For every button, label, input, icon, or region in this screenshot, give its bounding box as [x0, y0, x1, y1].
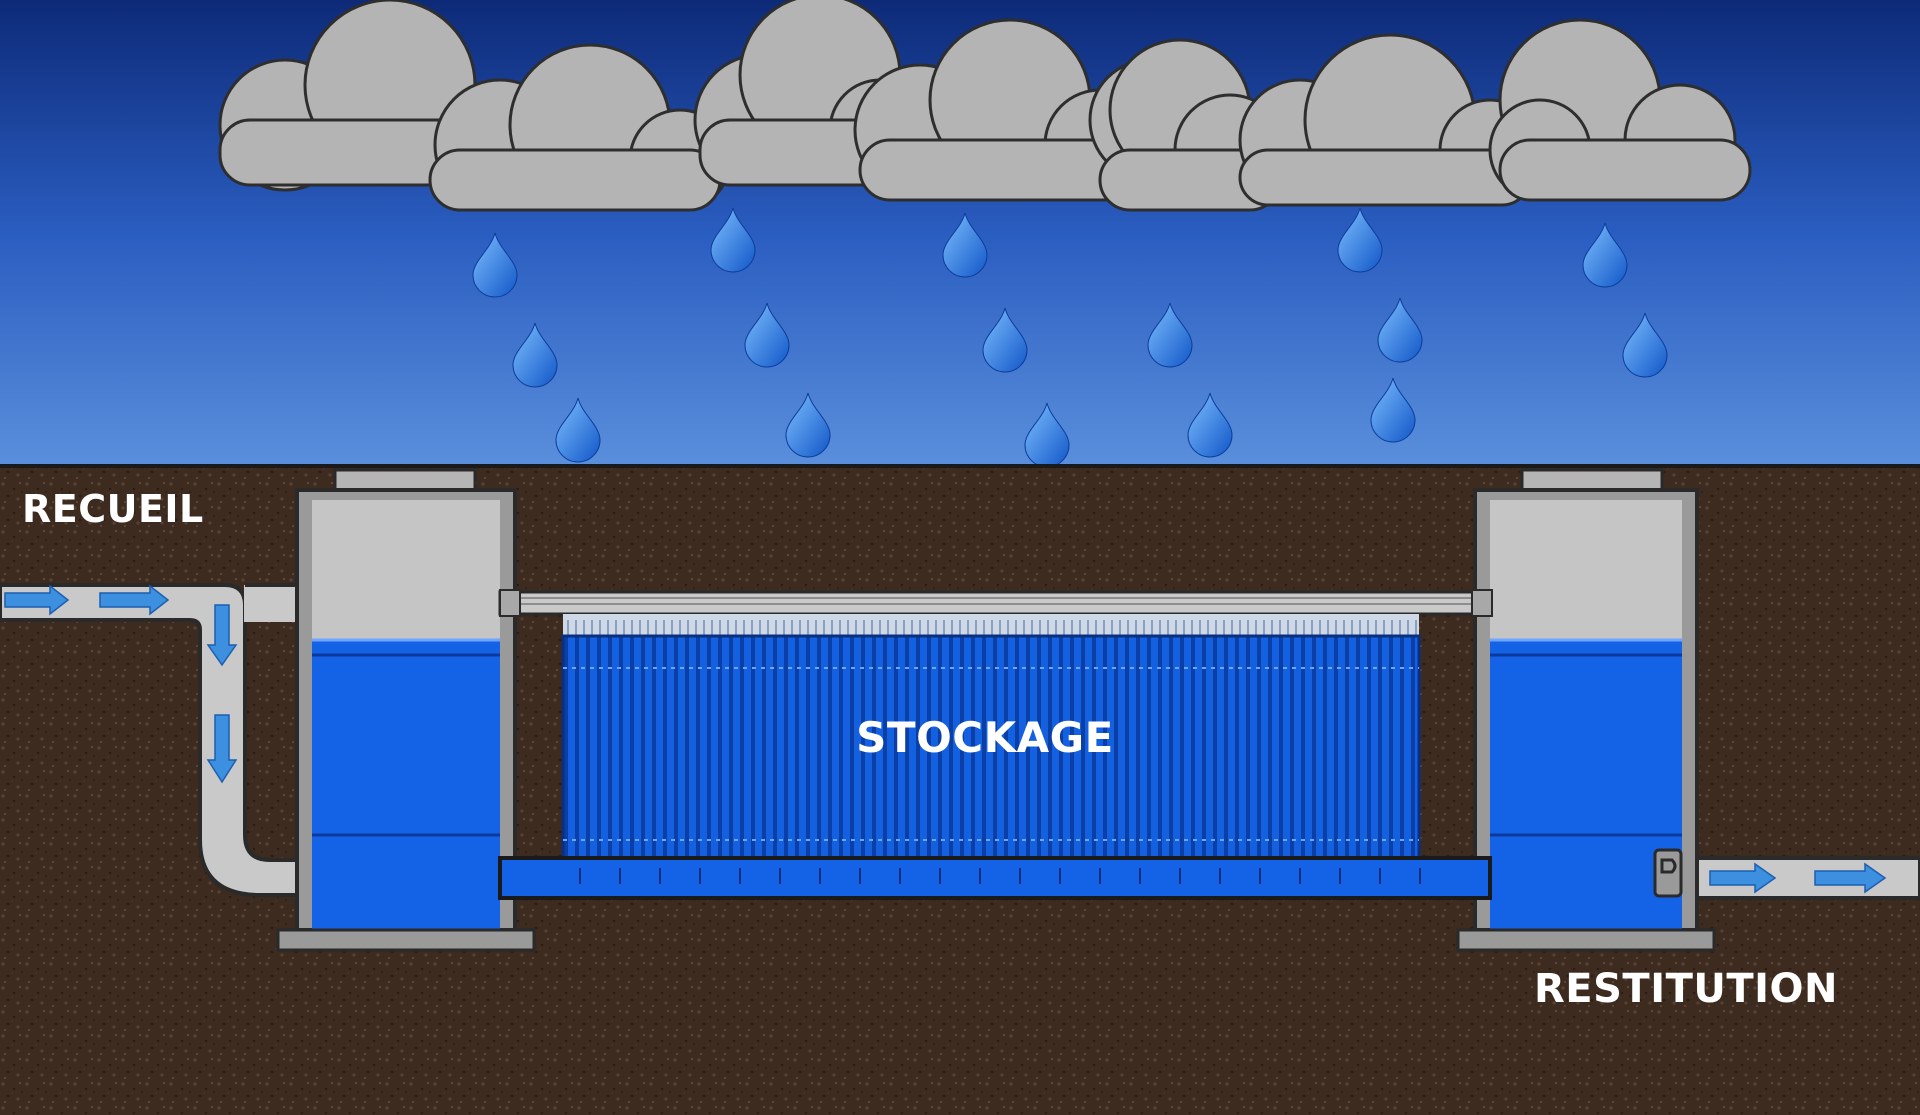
rain [472, 207, 1668, 468]
raindrop-icon [1337, 207, 1383, 273]
collect-label: RECUEIL [22, 487, 204, 531]
chamber-water [312, 640, 500, 930]
flow-regulator-icon [1653, 848, 1683, 898]
arrow-right-icon [1814, 862, 1887, 894]
arrow-right-icon [99, 584, 170, 616]
storage-label: STOCKAGE [856, 713, 1114, 762]
raindrop-icon [1622, 312, 1668, 378]
cloud-icon [1238, 33, 1542, 207]
raindrop-icon [785, 392, 831, 458]
arrow-right-icon [1709, 862, 1777, 894]
cloud-icon [1488, 18, 1752, 202]
raindrop-icon [942, 212, 988, 278]
release-chamber [1456, 468, 1716, 952]
overflow-connector [498, 589, 1493, 617]
raindrop-icon [710, 207, 756, 273]
raindrop-icon [744, 302, 790, 368]
raindrop-icon [512, 322, 558, 388]
arrow-down-icon [206, 714, 238, 784]
distribution-pipe [498, 856, 1492, 900]
inlet-pipe [0, 583, 302, 897]
raindrop-icon [1370, 377, 1416, 443]
cloud-bank [218, 0, 1752, 212]
outflow-arrows [1709, 862, 1887, 894]
raindrop-icon [1377, 297, 1423, 363]
raindrop-icon [1147, 302, 1193, 368]
raindrop-icon [982, 307, 1028, 373]
storage-tank [561, 614, 1421, 860]
raindrop-icon [555, 397, 601, 463]
chamber-water [1490, 640, 1682, 930]
raindrop-icon [1187, 392, 1233, 458]
arrow-down-icon [206, 604, 238, 667]
cloud-icon [1088, 38, 1287, 212]
storage-modules [561, 634, 1421, 860]
raindrop-icon [1582, 222, 1628, 288]
release-label: RESTITUTION [1534, 966, 1838, 1012]
raindrop-icon [472, 232, 518, 298]
collection-chamber [276, 468, 536, 952]
inflow-arrows [4, 584, 238, 784]
arrow-right-icon [4, 584, 70, 616]
